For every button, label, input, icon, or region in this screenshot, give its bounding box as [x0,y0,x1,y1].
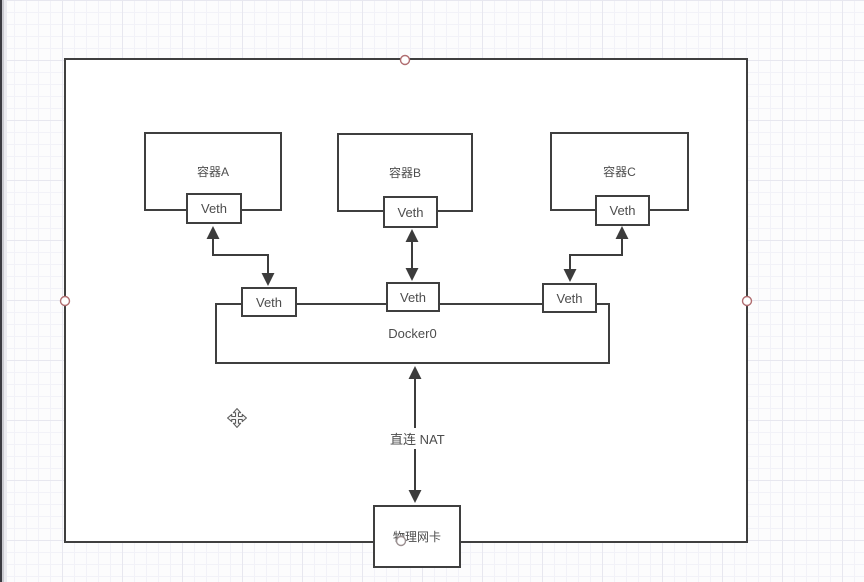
window-left-edge [0,0,7,582]
veth-container-b-box[interactable]: Veth [383,196,438,228]
veth-bridge-3-label: Veth [556,290,583,306]
docker0-label: Docker0 [388,326,437,341]
container-c-label: 容器C [603,165,636,179]
veth-container-a-box[interactable]: Veth [186,193,242,224]
veth-container-b-label: Veth [397,204,424,220]
veth-bridge-3-box[interactable]: Veth [542,283,597,313]
veth-bridge-2-box[interactable]: Veth [386,282,440,312]
physical-nic-box[interactable]: 物理网卡 [373,505,461,568]
veth-container-c-label: Veth [609,203,636,218]
veth-bridge-2-label: Veth [399,289,427,305]
physical-nic-label: 物理网卡 [392,530,441,544]
nat-edge-label[interactable]: 直连 NAT [386,428,449,449]
docker0-bridge-box[interactable]: Docker0 [215,303,610,364]
veth-bridge-1-label: Veth [255,294,283,310]
veth-container-a-label: Veth [200,201,228,216]
container-b-label: 容器B [388,166,421,180]
move-cursor-icon [227,408,247,428]
veth-container-c-box[interactable]: Veth [595,195,650,226]
veth-bridge-1-box[interactable]: Veth [241,287,297,317]
container-a-label: 容器A [196,165,229,179]
